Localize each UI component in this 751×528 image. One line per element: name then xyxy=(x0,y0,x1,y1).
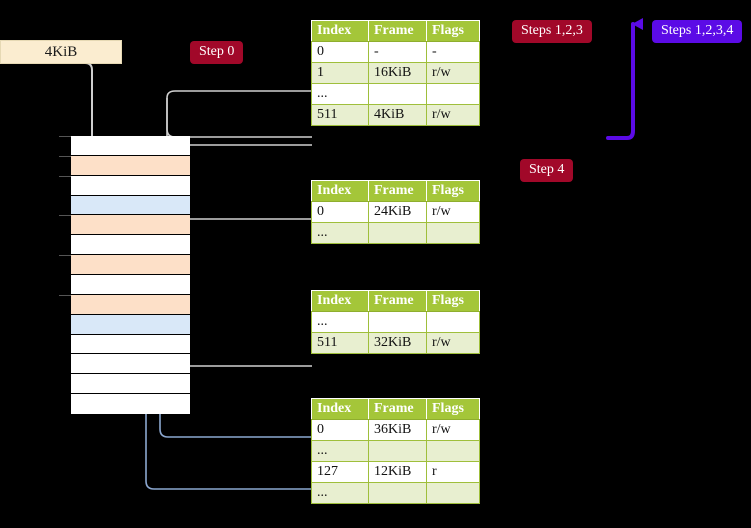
table-row: ... xyxy=(311,83,480,105)
cell-flags xyxy=(426,482,480,504)
cell-frame: 36KiB xyxy=(368,419,427,441)
cell-frame xyxy=(368,482,427,504)
memory-tick xyxy=(59,215,71,217)
cell-flags xyxy=(426,83,480,105)
cell-index: 1 xyxy=(311,62,369,84)
cell-flags xyxy=(426,311,480,333)
table-row: ... xyxy=(311,482,480,504)
badge-step-4: Step 4 xyxy=(520,159,574,182)
cell-frame: 4KiB xyxy=(368,104,427,126)
table-row: ... xyxy=(311,222,480,244)
cell-index: ... xyxy=(311,222,369,244)
column-header-frame: Frame xyxy=(368,398,427,420)
cell-flags: r/w xyxy=(426,419,480,441)
memory-frame-row xyxy=(71,394,190,414)
memory-tick xyxy=(59,155,71,157)
cell-flags: r/w xyxy=(426,62,480,84)
column-header-flags: Flags xyxy=(426,290,480,312)
cell-flags: r/w xyxy=(426,104,480,126)
cell-frame: 16KiB xyxy=(368,62,427,84)
cell-frame xyxy=(368,440,427,462)
cell-index: 511 xyxy=(311,104,369,126)
memory-tick xyxy=(59,255,71,257)
badge-steps-123: Steps 1,2,3 xyxy=(512,20,592,43)
cell-flags xyxy=(426,440,480,462)
column-header-index: Index xyxy=(311,398,369,420)
cell-frame: - xyxy=(368,41,427,63)
memory-frame-row xyxy=(71,374,190,395)
memory-frame-row xyxy=(71,255,190,275)
memory-frame-row xyxy=(71,136,190,156)
badge-step-0: Step 0 xyxy=(190,41,244,64)
memory-frame-row xyxy=(71,155,190,176)
cell-index: 511 xyxy=(311,332,369,354)
memory-frame-row xyxy=(71,235,190,256)
cell-frame xyxy=(368,311,427,333)
column-header-flags: Flags xyxy=(426,180,480,202)
cell-index: ... xyxy=(311,83,369,105)
column-header-frame: Frame xyxy=(368,180,427,202)
cell-index: ... xyxy=(311,482,369,504)
memory-tick xyxy=(59,175,71,177)
size-label-text: 4KiB xyxy=(44,43,78,60)
column-header-flags: Flags xyxy=(426,398,480,420)
column-header-frame: Frame xyxy=(368,20,427,42)
memory-frame-row xyxy=(71,195,190,216)
cell-frame: 24KiB xyxy=(368,201,427,223)
cell-index: 0 xyxy=(311,41,369,63)
cell-index: ... xyxy=(311,440,369,462)
cell-index: 127 xyxy=(311,461,369,483)
cell-flags xyxy=(426,222,480,244)
cell-frame: 12KiB xyxy=(368,461,427,483)
cell-frame xyxy=(368,83,427,105)
memory-frame-row xyxy=(71,274,190,295)
memory-frame-row xyxy=(71,334,190,355)
badge-steps-1234: Steps 1,2,3,4 xyxy=(652,20,743,43)
memory-frame-row xyxy=(71,294,190,315)
memory-frame-row xyxy=(71,314,190,335)
cell-frame xyxy=(368,222,427,244)
column-header-index: Index xyxy=(311,290,369,312)
column-header-index: Index xyxy=(311,20,369,42)
memory-frame-row xyxy=(71,215,190,236)
cell-index: 0 xyxy=(311,419,369,441)
memory-tick xyxy=(59,136,71,137)
memory-frame-row xyxy=(71,354,190,375)
cell-flags: r xyxy=(426,461,480,483)
column-header-frame: Frame xyxy=(368,290,427,312)
cell-flags: - xyxy=(426,41,480,63)
table-row: ... xyxy=(311,311,480,333)
cell-flags: r/w xyxy=(426,332,480,354)
cell-frame: 32KiB xyxy=(368,332,427,354)
column-header-flags: Flags xyxy=(426,20,480,42)
memory-frame-row xyxy=(71,175,190,196)
cell-flags: r/w xyxy=(426,201,480,223)
table-row: 0-- xyxy=(311,41,480,63)
size-label-4kib: 4KiB xyxy=(0,40,122,64)
table-row: ... xyxy=(311,440,480,462)
memory-tick xyxy=(59,294,71,296)
column-header-index: Index xyxy=(311,180,369,202)
cell-index: ... xyxy=(311,311,369,333)
cell-index: 0 xyxy=(311,201,369,223)
